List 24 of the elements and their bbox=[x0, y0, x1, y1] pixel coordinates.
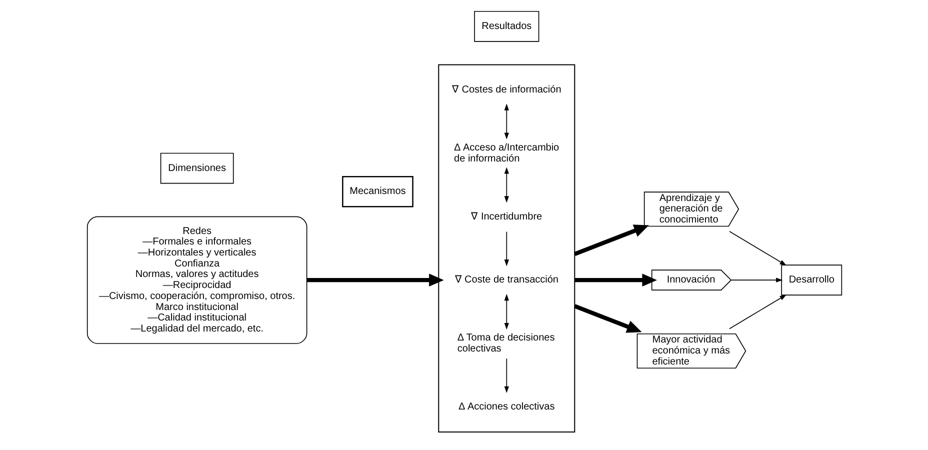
node-text: Δ Toma de decisiones colectivas bbox=[456, 332, 554, 354]
arrow bbox=[504, 294, 508, 330]
node-text: Δ Acciones colectivas bbox=[458, 401, 554, 412]
cluster bbox=[438, 64, 575, 432]
arrow bbox=[306, 274, 444, 287]
arrow bbox=[573, 304, 642, 333]
arrow bbox=[574, 274, 656, 287]
node-text: ∇ Coste de transacción bbox=[454, 274, 558, 286]
arrow bbox=[573, 224, 648, 256]
arrow bbox=[504, 167, 508, 203]
node-box: Redes —Formales e informales —Horizontales y verticales Confianza Normas, valores y actitudes —Reciprocidad —Civismo, cooperación, compromiso, otros. Marco institucional —Calidad institucional —Legalidad del mercado, etc. bbox=[86, 216, 307, 344]
node-box: Mecanismos bbox=[342, 176, 413, 208]
node-box: Desarrollo bbox=[780, 264, 842, 296]
arrow bbox=[504, 231, 508, 266]
node-text: ∇ Costes de información bbox=[452, 84, 561, 96]
node-box: Resultados bbox=[474, 10, 539, 42]
arrow bbox=[504, 104, 508, 140]
arrow bbox=[730, 278, 782, 282]
arrow bbox=[728, 230, 786, 266]
node-text: ∇ Incertidumbre bbox=[470, 211, 542, 222]
node-text: Δ Acceso a/Intercambio de información bbox=[454, 142, 559, 164]
arrow bbox=[728, 294, 786, 330]
arrow bbox=[504, 358, 508, 394]
node-box: Dimensiones bbox=[160, 152, 234, 184]
